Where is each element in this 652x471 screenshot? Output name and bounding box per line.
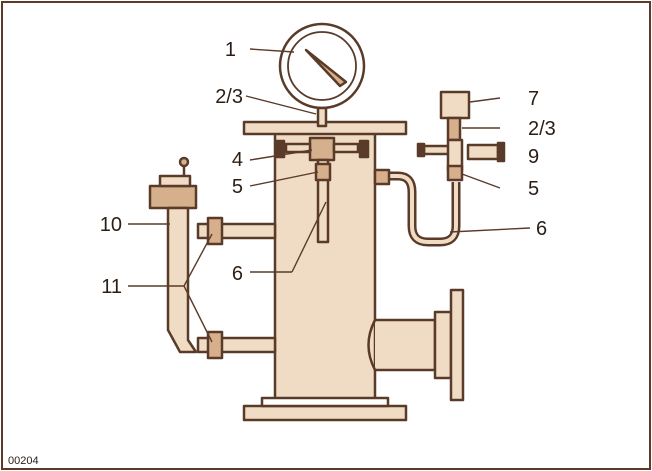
callout-4: 4 <box>232 149 243 171</box>
bottom-flange <box>242 404 408 422</box>
callout-11: 11 <box>101 276 122 298</box>
side-outlet-flange-outer <box>449 288 465 402</box>
callout-7: 7 <box>528 88 539 110</box>
bottom-flange-inner <box>260 396 390 408</box>
callout-1: 1 <box>225 39 236 61</box>
callout-6-left: 6 <box>232 263 243 285</box>
side-outlet-flange <box>433 310 453 380</box>
probe-tube <box>316 158 330 244</box>
bypass-chamber <box>166 206 198 354</box>
callout-5-right: 5 <box>528 178 539 200</box>
callouts: 1 2/3 4 5 6 7 2/3 9 5 6 10 11 <box>100 39 556 298</box>
callout-2-3-left: 2/3 <box>215 86 243 108</box>
gauge-stem <box>316 106 328 128</box>
leader-lines <box>128 48 531 343</box>
callout-10: 10 <box>100 214 122 236</box>
callout-6-right: 6 <box>536 218 547 240</box>
callout-9: 9 <box>528 146 539 168</box>
gauge-needle <box>304 48 348 88</box>
transmitter-7 <box>439 90 471 120</box>
callout-5-left: 5 <box>232 176 243 198</box>
callout-2-3-right: 2/3 <box>528 118 556 140</box>
valve-9 <box>466 143 500 161</box>
figure-code: 00204 <box>8 455 39 467</box>
side-outlet-nozzle <box>375 318 437 372</box>
level-switch-head <box>148 184 198 210</box>
shutoff-valve-4 <box>308 136 336 162</box>
